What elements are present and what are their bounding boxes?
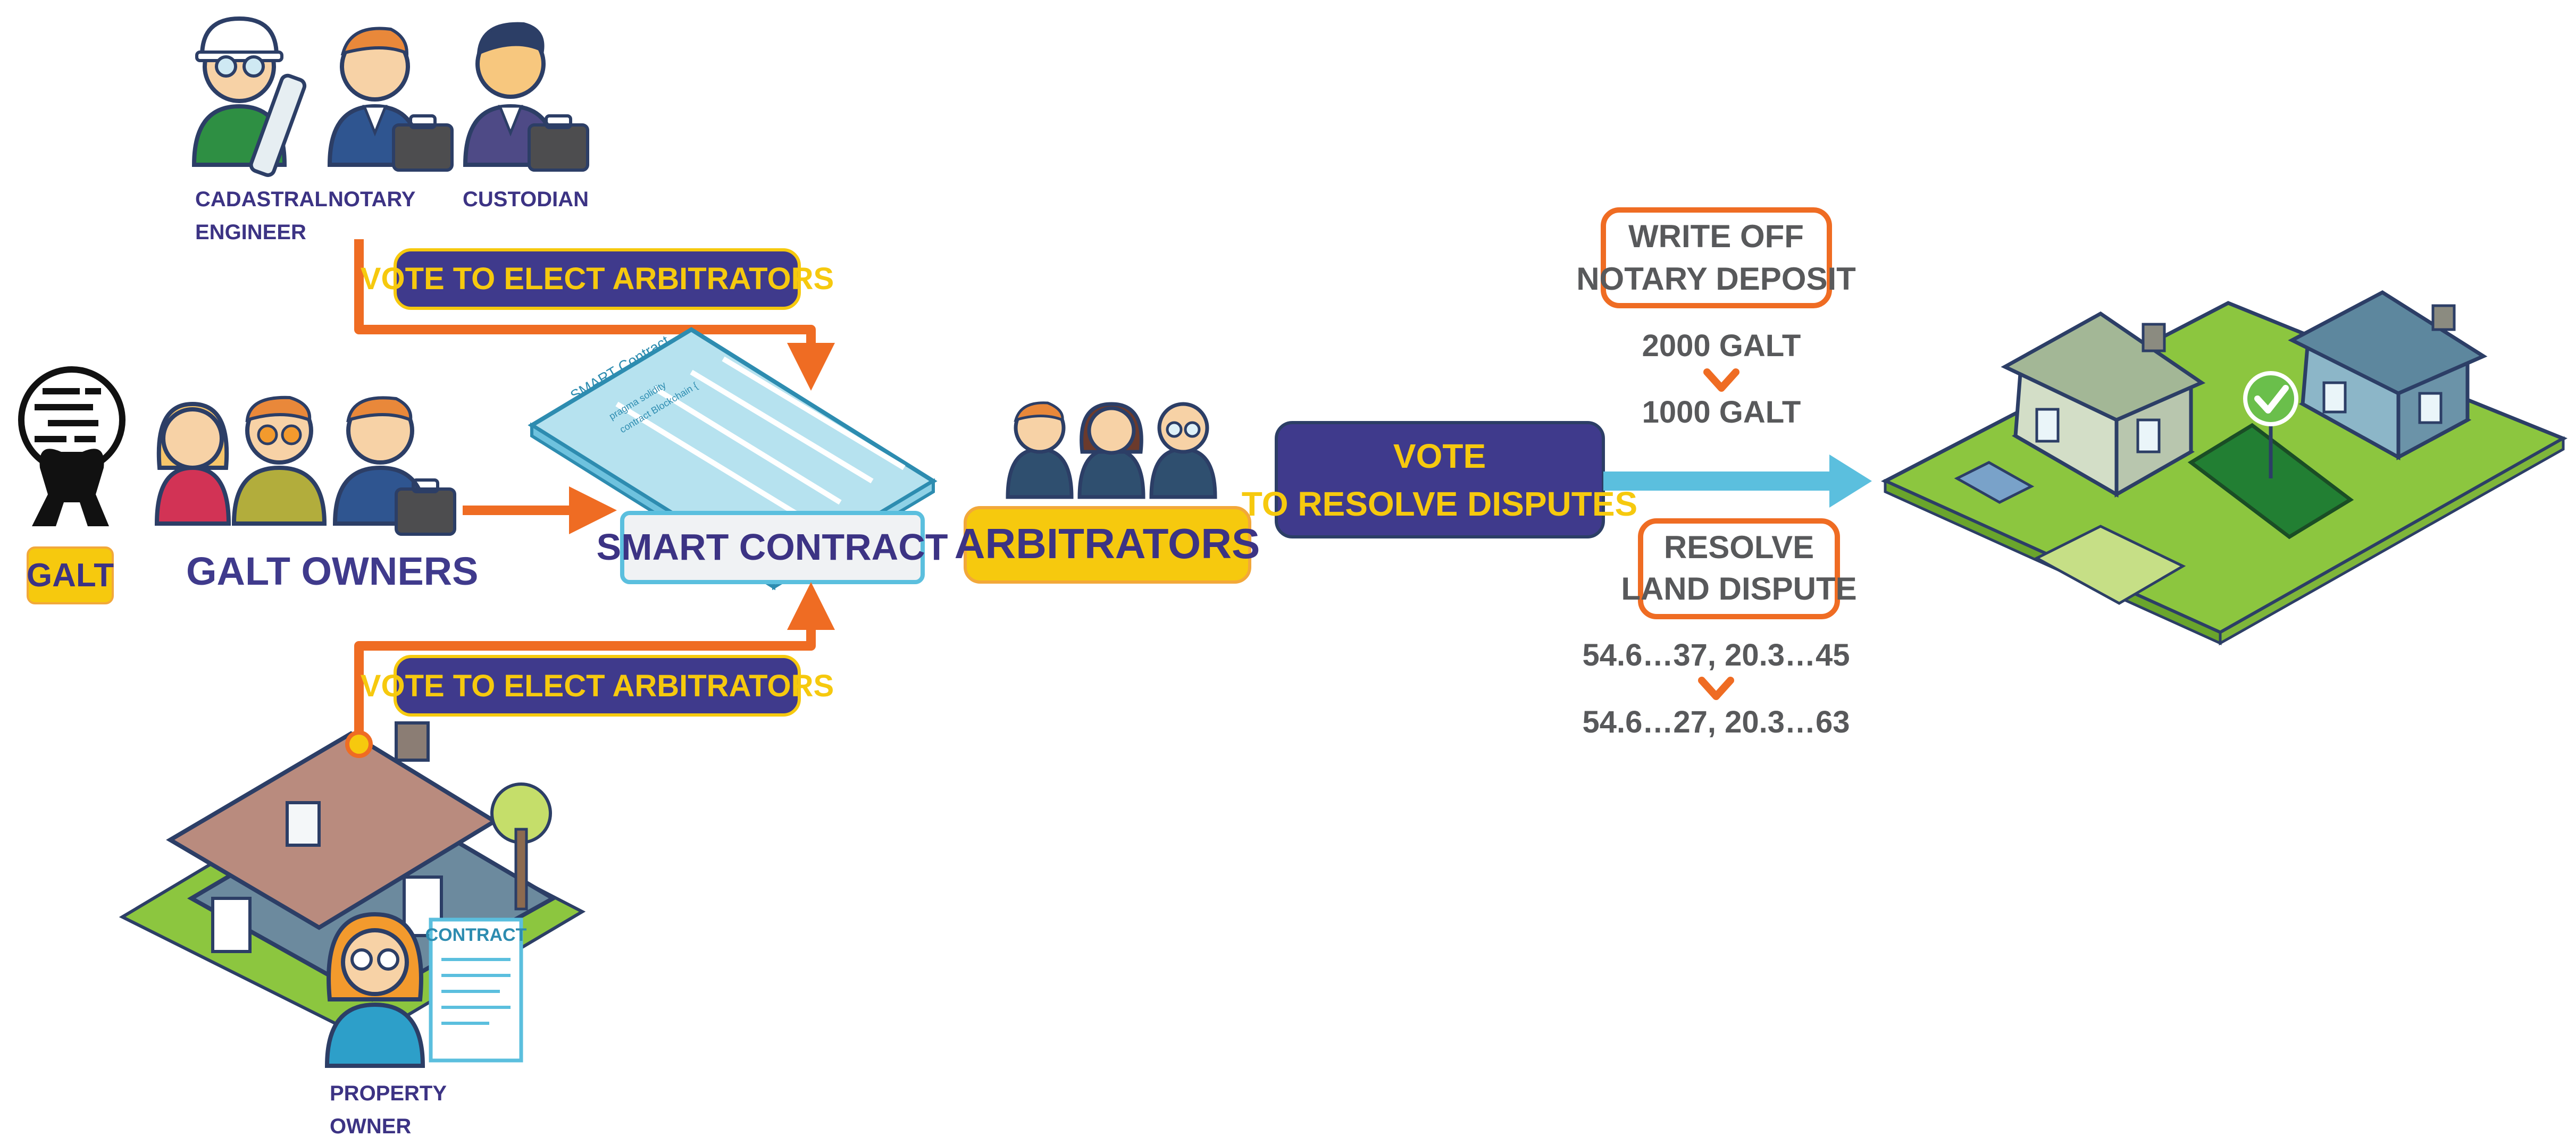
cadastral-engineer-label-line2: ENGINEER xyxy=(195,221,306,244)
resolve-to-property-arrowhead xyxy=(1829,454,1872,508)
contract-paper-title: CONTRACT xyxy=(425,925,527,945)
custodian-figure xyxy=(463,22,589,172)
resolve-land-line2: LAND DISPUTE xyxy=(1621,571,1856,607)
vote-elect-top-badge xyxy=(394,248,801,310)
write-off-line2: NOTARY DEPOSIT xyxy=(1576,261,1856,297)
contract-paper xyxy=(429,917,523,1063)
deposit-change-chevron xyxy=(1703,368,1739,392)
deposit-from-value: 2000 GALT xyxy=(1642,329,1801,363)
vote-resolve-line2: TO RESOLVE DISPUTES xyxy=(1242,485,1637,523)
top-vote-connector xyxy=(354,239,835,391)
write-off-box xyxy=(1601,207,1832,308)
check-mark-icon xyxy=(2243,371,2298,426)
resolved-properties-illustration xyxy=(1880,290,2568,646)
resolve-land-box xyxy=(1638,518,1840,619)
resolve-land-line1: RESOLVE xyxy=(1664,529,1814,565)
notary-label: NOTARY xyxy=(328,188,416,211)
cadastral-engineer-figure xyxy=(191,16,307,177)
galt-logo-text: GALT xyxy=(27,557,114,594)
vote-resolve-line1: VOTE xyxy=(1393,437,1486,475)
galt-logo-badge xyxy=(27,546,114,604)
vote-elect-top-text: VOTE TO ELECT ARBITRATORS xyxy=(361,262,834,296)
smart-contract-box xyxy=(620,511,925,584)
arbitrators-figures xyxy=(1006,401,1217,499)
notary-figure xyxy=(327,27,454,172)
smart-contract-label: SMART CONTRACT xyxy=(596,526,948,568)
coordinates-to-value: 54.6…27, 20.3…63 xyxy=(1582,705,1850,739)
vote-elect-bottom-text: VOTE TO ELECT ARBITRATORS xyxy=(361,669,834,703)
write-off-line1: WRITE OFF xyxy=(1628,218,1804,254)
property-owner-label-line2: OWNER xyxy=(330,1115,411,1138)
property-owner-label-line1: PROPERTY xyxy=(330,1082,447,1105)
custodian-label: CUSTODIAN xyxy=(463,188,589,211)
vote-elect-bottom-badge xyxy=(394,655,801,717)
galt-owners-figures xyxy=(154,395,456,536)
property-owner-figure xyxy=(324,912,425,1068)
deposit-to-value: 1000 GALT xyxy=(1642,395,1801,430)
arbitrators-badge xyxy=(964,506,1251,584)
cadastral-engineer-label-line1: CADASTRAL xyxy=(195,188,328,211)
coordinates-from-value: 54.6…37, 20.3…45 xyxy=(1582,638,1850,672)
galt-owners-label: GALT OWNERS xyxy=(186,549,478,593)
coordinates-change-chevron xyxy=(1698,677,1734,700)
galt-atlas-logo xyxy=(18,366,126,526)
arbitrators-label: ARBITRATORS xyxy=(955,520,1260,567)
bottom-vote-connector xyxy=(354,582,835,742)
